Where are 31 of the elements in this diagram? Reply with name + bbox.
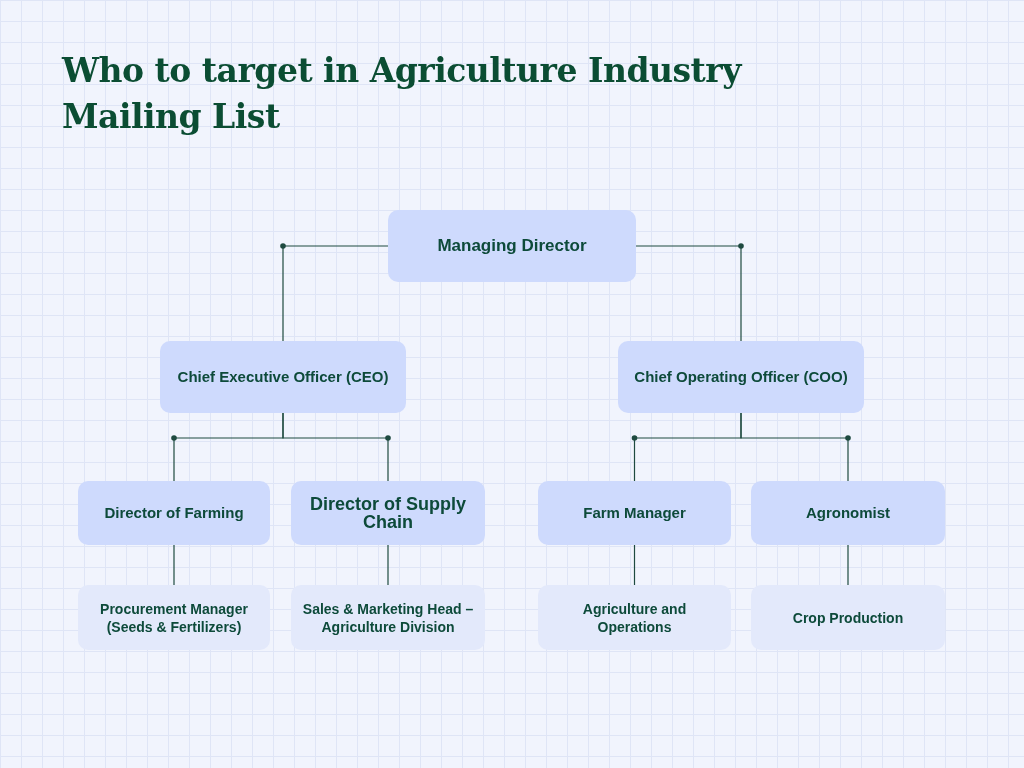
role-label: Agriculture and Operations (581, 599, 688, 636)
role-label: Crop Production (792, 608, 904, 627)
role-box (291, 481, 485, 545)
connector-line (173, 544, 175, 586)
role-box (78, 481, 270, 545)
role-label: Farm Manager (583, 504, 686, 522)
connector-line (633, 544, 636, 586)
role-label: Chief Operating Officer (COO) (634, 368, 848, 386)
role-label: Director of Supply Chain (309, 495, 467, 531)
role-label: Chief Executive Officer (CEO) (177, 368, 389, 386)
connector-line (635, 245, 742, 342)
role-label: Sales & Marketing Head – Agriculture Division (301, 599, 475, 636)
connector-line (282, 245, 389, 342)
role-box (751, 481, 945, 545)
connector-line (387, 544, 389, 586)
sub-role-box (538, 585, 731, 650)
role-box (388, 210, 636, 282)
role-label: Director of Farming (104, 504, 244, 522)
sub-role-box (751, 585, 945, 650)
connector-line (282, 412, 389, 482)
connector-line (847, 544, 849, 586)
role-label: Agronomist (805, 504, 891, 522)
sub-role-box (291, 585, 485, 650)
role-label: Managing Director (437, 237, 587, 255)
connector-line (740, 412, 849, 482)
sub-role-box (78, 585, 270, 650)
role-box (538, 481, 731, 545)
role-label: Procurement Manager (Seeds & Fertilizers) (99, 599, 249, 636)
title: Who to target in Agriculture Industry Mailing List (62, 50, 744, 138)
role-box (160, 341, 406, 413)
role-box (618, 341, 864, 413)
